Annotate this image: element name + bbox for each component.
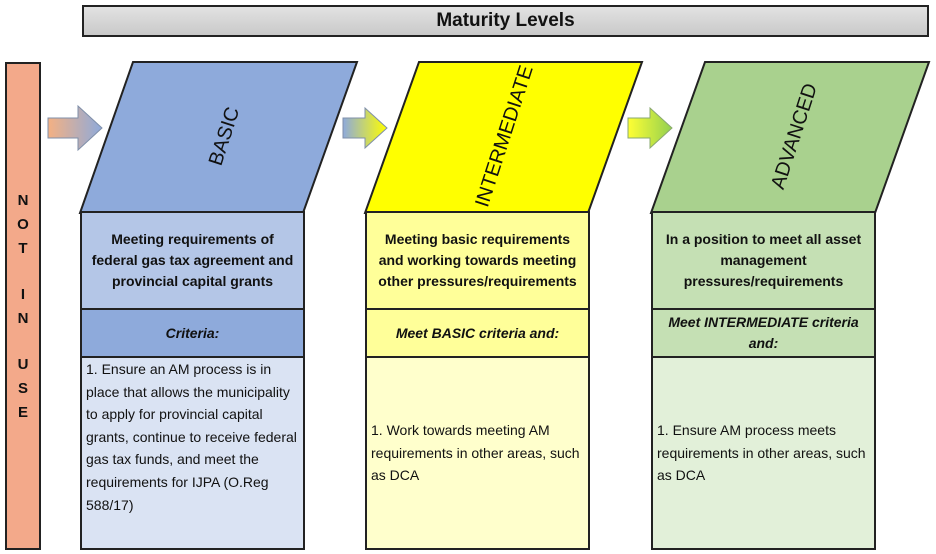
advanced-description-box: In a position to meet all asset manageme… — [651, 211, 876, 310]
advanced-criteria-box: Meet INTERMEDIATE criteria and: — [651, 308, 876, 358]
basic-description: Meeting requirements of federal gas tax … — [91, 231, 294, 289]
intermediate-criteria: Meet BASIC criteria and: — [395, 324, 560, 341]
advanced-description: In a position to meet all asset manageme… — [665, 231, 862, 289]
intermediate-detail: 1. Work towards meeting AM requirements … — [371, 422, 580, 484]
advanced-detail: 1. Ensure AM process meets requirements … — [657, 422, 866, 484]
not-in-use-column: N O T I N U S E — [5, 62, 41, 550]
not-in-use-letter: I — [20, 286, 26, 303]
not-in-use-letter: S — [17, 380, 28, 397]
not-in-use-letter: N — [17, 192, 29, 209]
not-in-use-letter: E — [17, 404, 28, 421]
basic-criteria-box: Criteria: — [80, 308, 305, 358]
basic-detail: 1. Ensure an AM process is in place that… — [86, 361, 297, 513]
arrow-to-intermediate — [342, 106, 388, 150]
basic-detail-box: 1. Ensure an AM process is in place that… — [80, 356, 305, 550]
intermediate-detail-box: 1. Work towards meeting AM requirements … — [365, 356, 590, 550]
not-in-use-letter: U — [17, 356, 29, 373]
arrow-to-advanced — [627, 106, 673, 150]
basic-description-box: Meeting requirements of federal gas tax … — [80, 211, 305, 310]
not-in-use-letter: T — [18, 240, 28, 257]
basic-criteria: Criteria: — [165, 324, 220, 341]
intermediate-criteria-box: Meet BASIC criteria and: — [365, 308, 590, 358]
arrow-to-basic — [47, 104, 103, 152]
not-in-use-letter: N — [17, 310, 29, 327]
not-in-use-letter: O — [17, 216, 29, 233]
maturity-levels-title: Maturity Levels — [82, 5, 929, 37]
intermediate-description-box: Meeting basic requirements and working t… — [365, 211, 590, 310]
advanced-criteria: Meet INTERMEDIATE criteria and: — [668, 314, 859, 351]
intermediate-description: Meeting basic requirements and working t… — [378, 231, 577, 289]
advanced-detail-box: 1. Ensure AM process meets requirements … — [651, 356, 876, 550]
